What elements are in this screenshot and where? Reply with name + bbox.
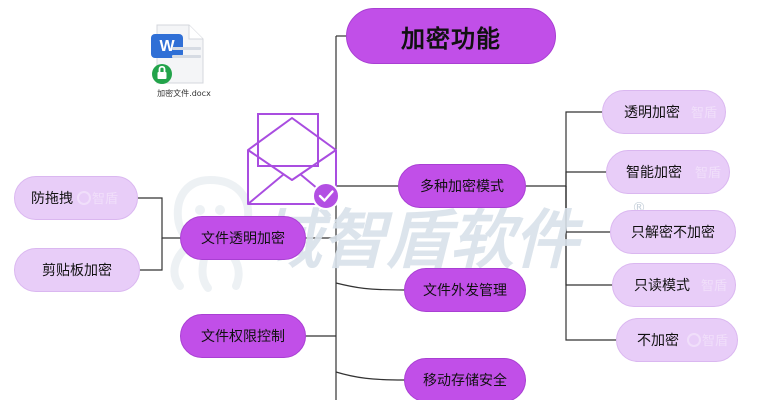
node-read-only-mode-label: 只读模式 xyxy=(634,278,690,294)
node-file-transparent-encryption-label: 文件透明加密 xyxy=(201,231,285,247)
node-mobile-storage-security[interactable]: 移动存储安全 xyxy=(404,358,526,400)
transparent-to-clipboard-line xyxy=(140,238,163,271)
node-no-encryption-watermark-badge: 智盾 xyxy=(687,333,728,349)
word-document-lock-icon: W xyxy=(150,24,208,86)
node-anti-drag-label: 防拖拽 xyxy=(31,191,73,207)
node-read-only-mode[interactable]: 只读模式 智盾 xyxy=(612,263,736,307)
node-multiple-encryption-modes[interactable]: 多种加密模式 xyxy=(398,164,526,208)
mode-to-no-enc-line xyxy=(565,186,616,341)
center-branch-to-mobile-storage xyxy=(335,371,405,381)
node-file-permission-control[interactable]: 文件权限控制 xyxy=(180,314,306,358)
node-mobile-storage-security-label: 移动存储安全 xyxy=(423,373,507,389)
center-branch-to-outbound xyxy=(335,282,405,291)
node-clipboard-encryption[interactable]: 剪贴板加密 xyxy=(14,248,140,292)
node-transparent-encryption-label: 透明加密 xyxy=(624,105,680,121)
word-document-svg: W xyxy=(151,24,204,84)
node-decrypt-only-label: 只解密不加密 xyxy=(631,225,715,241)
root-node-label: 加密功能 xyxy=(401,24,501,53)
node-smart-encryption-label: 智能加密 xyxy=(626,165,682,181)
node-read-only-mode-watermark-text: 智盾 xyxy=(701,279,727,294)
mode-to-read-only-line xyxy=(565,186,612,286)
node-multiple-encryption-modes-label: 多种加密模式 xyxy=(420,179,504,195)
node-file-transparent-encryption[interactable]: 文件透明加密 xyxy=(180,216,306,260)
envelope-check-icon xyxy=(244,108,340,212)
node-file-outbound-management-label: 文件外发管理 xyxy=(423,283,507,299)
node-smart-encryption-watermark-text: 智盾 xyxy=(695,166,721,181)
node-no-encryption-label: 不加密 xyxy=(637,333,679,349)
node-read-only-mode-watermark-badge: 智盾 xyxy=(701,279,727,294)
node-clipboard-encryption-label: 剪贴板加密 xyxy=(42,263,112,279)
node-no-encryption[interactable]: 不加密 智盾 xyxy=(616,318,738,362)
node-no-encryption-watermark-text: 智盾 xyxy=(702,334,728,349)
node-anti-drag[interactable]: 防拖拽 智盾 xyxy=(14,176,138,220)
node-file-outbound-management[interactable]: 文件外发管理 xyxy=(404,268,526,312)
mode-to-decrypt-only-line xyxy=(565,186,610,233)
node-anti-drag-watermark-text: 智盾 xyxy=(92,192,118,207)
mode-children-trunk-line xyxy=(526,111,602,187)
svg-text:W: W xyxy=(159,38,175,55)
node-smart-encryption-watermark-badge: 智盾 xyxy=(695,166,721,181)
node-decrypt-only[interactable]: 只解密不加密 xyxy=(610,210,736,254)
root-node[interactable]: 加密功能 xyxy=(346,8,556,64)
mode-to-smart-line xyxy=(565,171,606,186)
document-caption: 加密文件.docx xyxy=(157,89,211,98)
transparent-to-anti-drag-line xyxy=(138,197,182,239)
node-smart-encryption[interactable]: 智能加密 智盾 xyxy=(606,150,730,194)
node-file-permission-control-label: 文件权限控制 xyxy=(201,329,285,345)
node-transparent-encryption-watermark-badge: 智盾 xyxy=(691,106,717,121)
node-transparent-encryption-watermark-text: 智盾 xyxy=(691,106,717,121)
node-anti-drag-watermark-badge: 智盾 xyxy=(77,191,118,207)
envelope-svg xyxy=(247,113,340,210)
node-transparent-encryption[interactable]: 透明加密 智盾 xyxy=(602,90,726,134)
